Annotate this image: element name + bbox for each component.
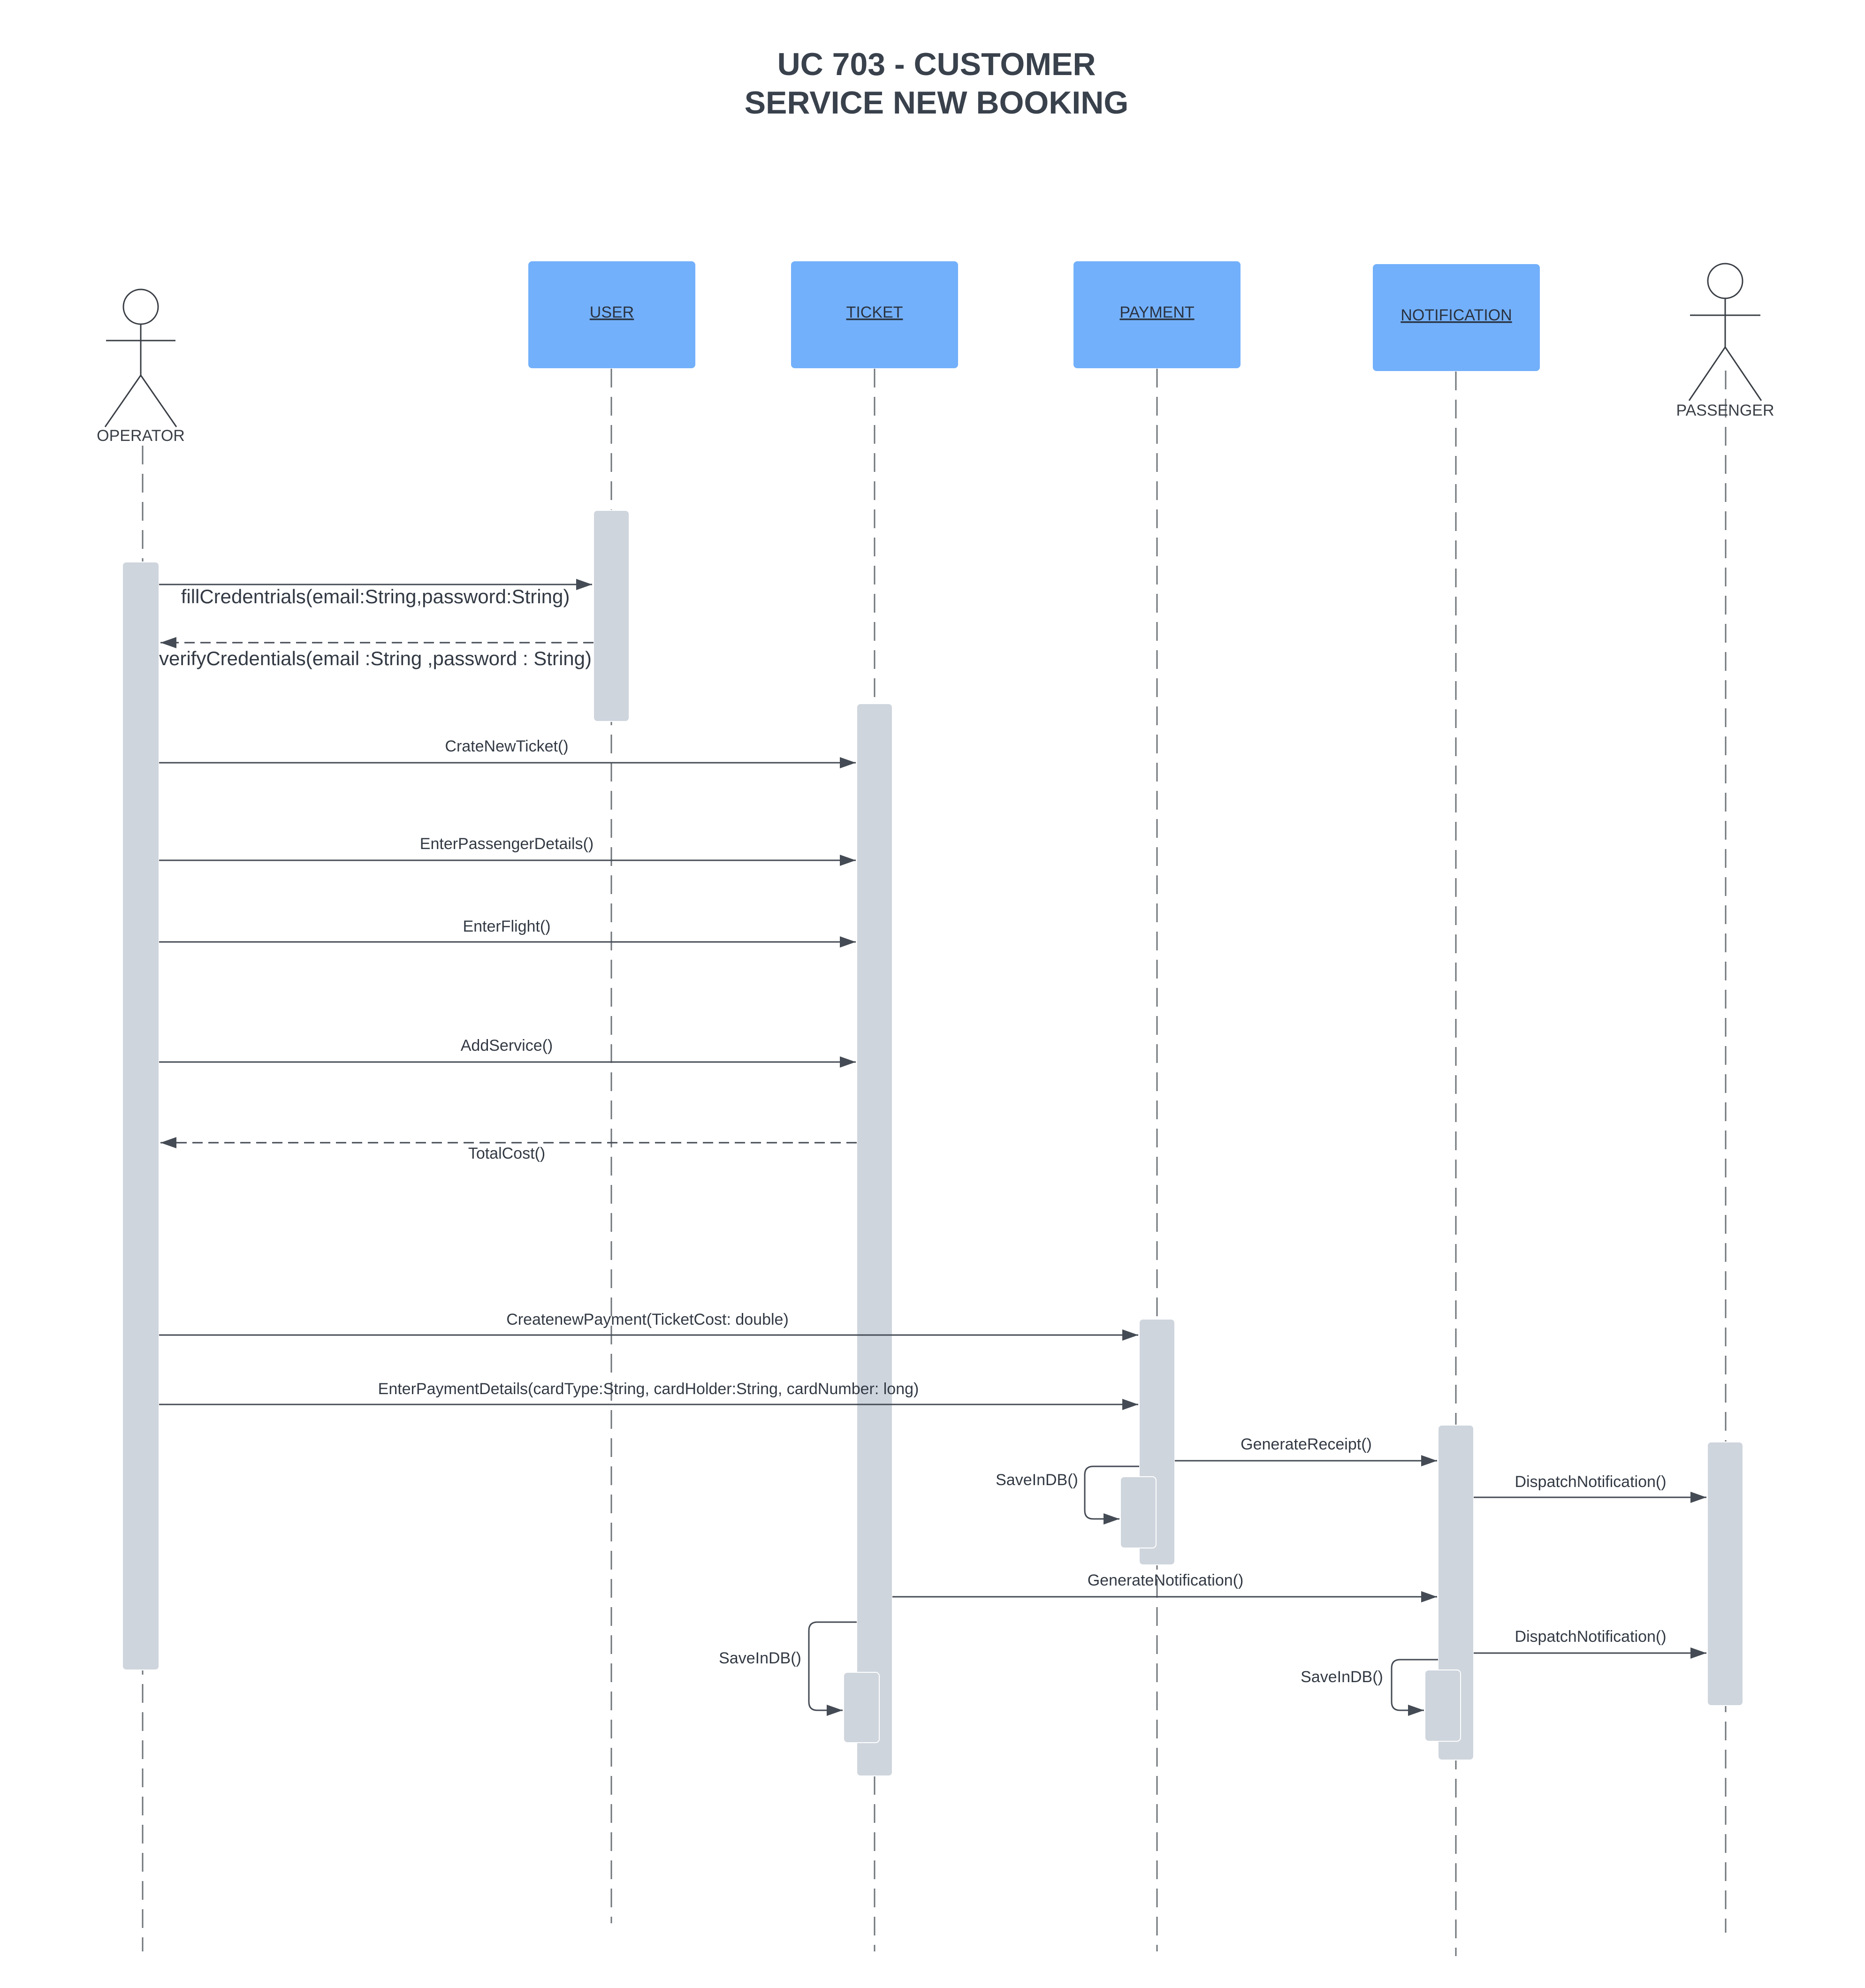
activation-payment-self — [1120, 1476, 1157, 1548]
activation-operator — [122, 561, 160, 1670]
message-label-save-in-db-ticket: SaveInDB() — [719, 1649, 801, 1667]
object-label-user: USER — [590, 304, 634, 321]
message-label-save-in-db-payment: SaveInDB() — [996, 1471, 1078, 1489]
message-label-dispatch-notification-2: DispatchNotification() — [1515, 1628, 1666, 1646]
message-label-enter-payment-details: EnterPaymentDetails(cardType:String, car… — [378, 1380, 919, 1398]
message-label-create-new-ticket: CrateNewTicket() — [445, 737, 568, 755]
object-label-payment: PAYMENT — [1119, 304, 1194, 321]
object-label-ticket: TICKET — [846, 304, 903, 321]
message-label-fill-credentials: fillCredentrials(email:String,password:S… — [181, 585, 570, 607]
message-label-save-in-db-notification: SaveInDB() — [1301, 1668, 1383, 1686]
message-label-verify-credentials: verifyCredentials(email :String ,passwor… — [159, 647, 592, 669]
actor-operator: OPERATOR — [97, 288, 185, 445]
actor-label-operator: OPERATOR — [97, 427, 185, 445]
diagram-title-line-2: SERVICE NEW BOOKING — [745, 85, 1129, 121]
message-label-generate-receipt: GenerateReceipt() — [1241, 1435, 1372, 1453]
message-label-generate-notification: GenerateNotification() — [1088, 1571, 1244, 1589]
message-label-dispatch-notification-1: DispatchNotification() — [1515, 1473, 1666, 1491]
self-call-arrow — [1084, 1465, 1139, 1525]
object-label-notification: NOTIFICATION — [1401, 306, 1512, 324]
object-ticket: TICKET — [791, 261, 958, 368]
message-label-add-service: AddService() — [461, 1037, 553, 1055]
actor-head — [122, 288, 159, 325]
diagram-title-line-1: UC 703 - CUSTOMER — [777, 46, 1096, 82]
object-payment: PAYMENT — [1073, 261, 1241, 368]
message-label-create-new-payment: CreatenewPayment(TicketCost: double) — [506, 1311, 789, 1328]
activation-ticket-self — [843, 1672, 880, 1743]
self-call-arrow — [1391, 1659, 1438, 1716]
object-notification: NOTIFICATION — [1373, 264, 1540, 371]
message-label-enter-flight: EnterFlight() — [463, 918, 550, 935]
actor-label-passenger: PASSENGER — [1676, 402, 1774, 419]
object-user: USER — [528, 261, 695, 368]
message-label-total-cost: TotalCost() — [468, 1145, 545, 1162]
self-call-arrow — [808, 1621, 857, 1716]
activation-ticket — [856, 703, 893, 1776]
actor-head — [1707, 263, 1743, 299]
activation-notification-self — [1424, 1669, 1461, 1742]
activation-passenger — [1707, 1442, 1743, 1706]
actor-passenger: PASSENGER — [1676, 263, 1774, 419]
activation-user — [593, 510, 630, 722]
message-label-enter-passenger-details: EnterPassengerDetails() — [420, 835, 594, 853]
